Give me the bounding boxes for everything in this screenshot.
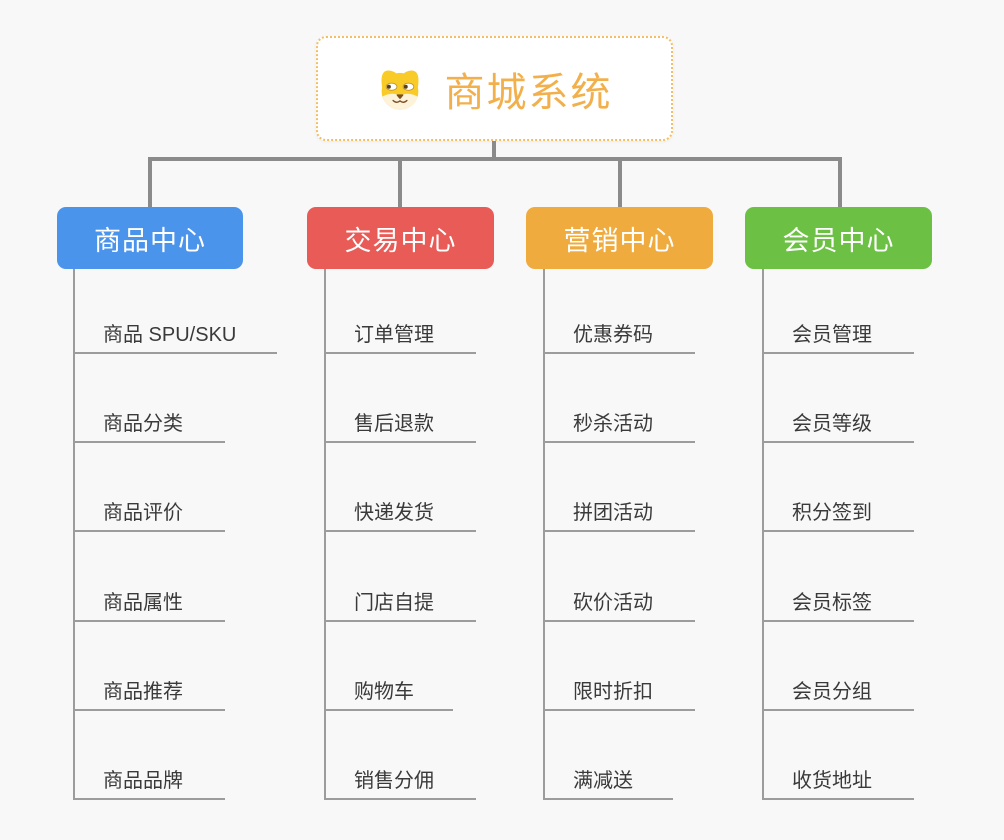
connector-drop-4 [838,159,842,207]
leaf-label: 优惠券码 [573,324,653,346]
leaf-label: 购物车 [354,681,414,703]
leaf-limited-time-discount[interactable]: 限时折扣 [543,673,695,711]
leaf-flash-sale[interactable]: 秒杀活动 [543,405,695,443]
branch-header-marketing-center[interactable]: 营销中心 [526,207,713,269]
branch-spine-3 [543,269,545,800]
leaf-label: 积分签到 [792,502,872,524]
leaf-label: 秒杀活动 [573,413,653,435]
leaf-product-spu-sku[interactable]: 商品 SPU/SKU [73,316,277,354]
leaf-shopping-cart[interactable]: 购物车 [324,673,453,711]
leaf-member-level[interactable]: 会员等级 [762,405,914,443]
branch-label: 营销中心 [563,225,676,256]
branch-spine-2 [324,269,326,800]
root-title: 商城系统 [444,70,613,115]
leaf-label: 商品 SPU/SKU [103,324,237,346]
leaf-label: 销售分佣 [354,770,434,792]
connector-drop-2 [398,159,402,207]
leaf-aftersale-refund[interactable]: 售后退款 [324,405,476,443]
leaf-member-group[interactable]: 会员分组 [762,673,914,711]
leaf-product-brand[interactable]: 商品品牌 [73,762,225,800]
leaf-member-tag[interactable]: 会员标签 [762,584,914,622]
leaf-coupon-code[interactable]: 优惠券码 [543,316,695,354]
branch-label: 商品中心 [94,225,206,256]
leaf-label: 商品属性 [103,592,183,614]
dog-face-icon [380,70,419,110]
connector-drop-1 [148,159,152,207]
connector-horizontal [148,157,842,161]
leaf-sales-commission[interactable]: 销售分佣 [324,762,476,800]
branch-label: 交易中心 [344,225,457,256]
connector-root-stub [492,141,496,157]
leaf-label: 商品评价 [103,502,183,524]
branch-label: 会员中心 [782,225,895,256]
leaf-label: 门店自提 [354,592,434,614]
leaf-label: 快递发货 [354,502,434,524]
leaf-label: 收货地址 [792,770,872,792]
leaf-spend-and-save[interactable]: 满减送 [543,762,673,800]
leaf-order-management[interactable]: 订单管理 [324,316,476,354]
leaf-label: 限时折扣 [573,681,653,703]
leaf-product-attribute[interactable]: 商品属性 [73,584,225,622]
branch-spine-1 [73,269,75,800]
leaf-product-review[interactable]: 商品评价 [73,494,225,532]
branch-header-product-center[interactable]: 商品中心 [57,207,243,269]
leaf-label: 商品分类 [103,413,183,435]
leaf-label: 会员管理 [792,324,872,346]
connector-drop-3 [618,159,622,207]
leaf-label: 商品推荐 [103,681,183,703]
leaf-express-delivery[interactable]: 快递发货 [324,494,476,532]
leaf-label: 满减送 [573,770,633,792]
leaf-product-category[interactable]: 商品分类 [73,405,225,443]
leaf-store-pickup[interactable]: 门店自提 [324,584,476,622]
leaf-label: 会员等级 [792,413,872,435]
leaf-member-management[interactable]: 会员管理 [762,316,914,354]
leaf-label: 砍价活动 [573,592,653,614]
leaf-label: 拼团活动 [573,502,653,524]
leaf-label: 商品品牌 [103,770,183,792]
branch-header-member-center[interactable]: 会员中心 [745,207,932,269]
leaf-bargain-activity[interactable]: 砍价活动 [543,584,695,622]
leaf-shipping-address[interactable]: 收货地址 [762,762,914,800]
leaf-label: 售后退款 [354,413,434,435]
leaf-label: 会员分组 [792,681,872,703]
branch-header-trade-center[interactable]: 交易中心 [307,207,494,269]
leaf-label: 订单管理 [354,324,434,346]
leaf-label: 会员标签 [792,592,872,614]
root-node-mall-system[interactable]: 商城系统 [316,36,673,141]
leaf-product-recommend[interactable]: 商品推荐 [73,673,225,711]
leaf-points-checkin[interactable]: 积分签到 [762,494,914,532]
branch-spine-4 [762,269,764,800]
leaf-group-buy[interactable]: 拼团活动 [543,494,695,532]
